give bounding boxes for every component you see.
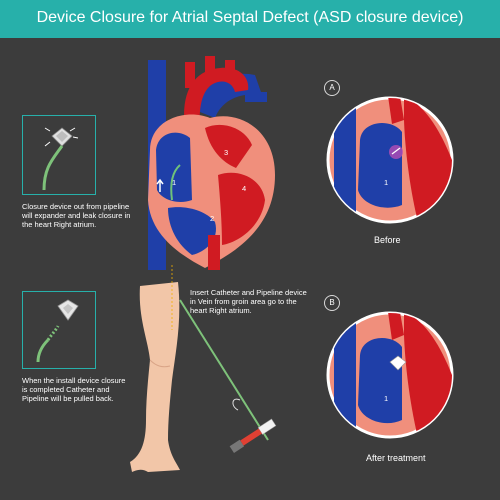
device-expanded-illustration — [42, 127, 79, 191]
heart-catheter — [170, 164, 181, 201]
device-expanded-panel — [22, 115, 96, 195]
device-retracted-illustration — [36, 299, 79, 363]
insert-catheter-text: Insert Catheter and Pipeline device in V… — [190, 288, 307, 315]
chamber-label-3: 3 — [224, 148, 229, 157]
title-bar: Device Closure for Atrial Septal Defect … — [0, 0, 500, 38]
left-ventricle — [218, 172, 265, 245]
zoom-before-circle — [326, 96, 454, 224]
chamber-label-1: 1 — [172, 178, 177, 187]
panel-b-badge: B — [324, 295, 340, 311]
zoom-b-chamber-label: 1 — [384, 394, 389, 403]
catheter-handle — [229, 418, 277, 453]
zoom-a-chamber-label: 1 — [384, 178, 389, 187]
right-atrium — [156, 132, 192, 202]
device-retracted-panel — [22, 291, 96, 369]
closure-expand-text: Closure device out from pipeline will ex… — [22, 202, 131, 229]
page-title: Device Closure for Atrial Septal Defect … — [36, 9, 464, 26]
descending-aorta — [208, 235, 220, 270]
chamber-label-4: 4 — [242, 184, 247, 193]
before-caption: Before — [374, 235, 401, 245]
groin-catheter — [179, 299, 269, 441]
install-complete-text: When the install device closure is compl… — [22, 376, 126, 403]
chamber-label-2: 2 — [210, 214, 215, 223]
left-atrium — [205, 124, 252, 168]
zoom-after-circle — [326, 311, 454, 439]
aorta — [184, 67, 249, 130]
right-ventricle — [168, 207, 216, 255]
panel-a-badge: A — [324, 80, 340, 96]
main-heart — [148, 56, 275, 270]
leg-illustration — [130, 265, 277, 472]
after-caption: After treatment — [366, 453, 426, 463]
